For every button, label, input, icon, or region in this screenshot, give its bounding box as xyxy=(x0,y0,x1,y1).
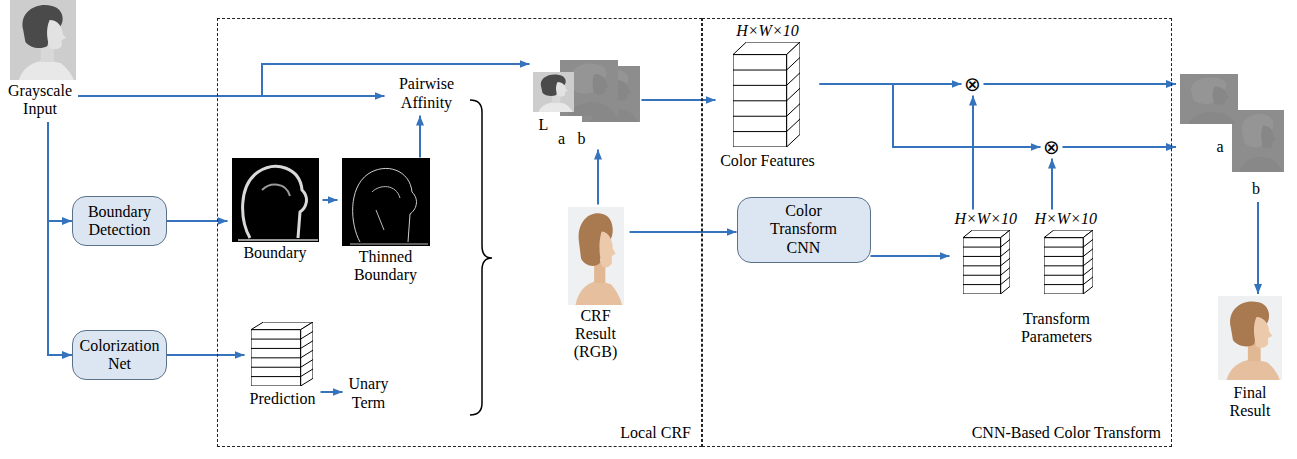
output-a-image xyxy=(1180,74,1238,124)
node-label: b xyxy=(576,130,588,148)
flow-arrow xyxy=(984,83,1177,85)
multiply-symbol: ⊗ xyxy=(1041,135,1063,159)
final-photo xyxy=(1218,296,1282,380)
process-box: Colorization Net xyxy=(72,330,167,380)
crf-result-photo xyxy=(568,207,624,305)
illustration-part xyxy=(342,158,430,246)
flow-arrow xyxy=(321,391,343,393)
flow-arrow xyxy=(642,99,716,101)
flow-arrow xyxy=(972,96,974,210)
node-label: Boundary Detection xyxy=(79,203,160,240)
flow-arrow xyxy=(597,150,599,205)
flow-arrow xyxy=(1257,202,1259,294)
node-label: Color Transform CNN xyxy=(764,202,844,257)
parameter-tensor xyxy=(1044,230,1093,294)
flow-arrow xyxy=(1051,159,1053,210)
feature-tensor xyxy=(733,42,800,147)
process-box: Color Transform CNN xyxy=(737,197,871,263)
node-label: H×W×10 xyxy=(955,210,1017,228)
node-label: Final Result xyxy=(1214,384,1286,421)
curly-brace xyxy=(470,100,492,415)
illustration-part xyxy=(232,158,319,242)
stage-panel: CNN-Based Color TransformH×W×10Color Fea… xyxy=(702,18,1172,447)
term-label: Pairwise Affinity xyxy=(385,72,469,116)
flow-arrow xyxy=(820,84,1041,147)
node-label: a xyxy=(1214,138,1226,156)
node-label: Transform Parameters xyxy=(1007,310,1107,347)
node-label: b xyxy=(1250,180,1262,198)
node-label: Colorization Net xyxy=(79,337,160,374)
illustration-part xyxy=(353,168,417,242)
node-label: H×W×10 xyxy=(1035,210,1097,228)
term-label: Unary Term xyxy=(343,374,395,414)
illustration-part xyxy=(238,185,318,240)
node-label: L xyxy=(538,116,550,134)
flow-arrow xyxy=(323,199,338,201)
panel-title: Local CRF xyxy=(620,424,691,442)
stage-panel: Local CRF Boundary Thinned Boundary Pairwis… xyxy=(217,18,702,447)
illustration-part xyxy=(350,187,428,244)
input-image: Grayscale Input xyxy=(2,0,78,122)
grayscale-photo xyxy=(10,0,76,80)
flow-arrow xyxy=(419,116,421,158)
node-label: Pairwise Affinity xyxy=(385,75,469,112)
node-label: Thinned Boundary xyxy=(338,248,434,285)
flow-arrow xyxy=(167,220,228,222)
thinned-boundary-image: Thinned Boundary xyxy=(338,158,434,286)
node-label: Boundary xyxy=(228,244,323,262)
operator-symbol: ⊗ xyxy=(964,74,981,94)
lab-channels: Lab xyxy=(530,56,642,150)
node-label: Grayscale Input xyxy=(2,82,78,119)
flow-arrow xyxy=(78,64,530,96)
node-label: Prediction xyxy=(245,390,321,408)
final-image: Final Result xyxy=(1214,294,1286,430)
parameter-tensors: H×W×10 H×W×10Transform Parameters xyxy=(950,210,1110,350)
flow-arrow xyxy=(48,122,72,221)
crf-result-image: CRF Result (RGB) xyxy=(562,205,630,375)
illustration-part xyxy=(243,166,307,238)
output-channels: ab xyxy=(1176,70,1286,202)
node-label: Unary Term xyxy=(343,375,395,412)
process-box: Boundary Detection xyxy=(72,196,167,246)
flow-arrow xyxy=(167,354,245,356)
node-label: CRF Result (RGB) xyxy=(562,307,630,362)
flow-arrow xyxy=(630,231,737,233)
node-label: Color Features xyxy=(716,152,820,170)
parameter-tensor xyxy=(963,230,1010,294)
thinned-boundary-map xyxy=(342,158,430,246)
prediction-tensor xyxy=(251,322,313,386)
multiply-symbol: ⊗ xyxy=(962,72,984,96)
flow-arrow xyxy=(48,122,72,355)
l-channel-image xyxy=(533,72,574,112)
boundary-image: Boundary xyxy=(228,158,323,264)
flow-arrow xyxy=(1063,146,1177,148)
panel-title: CNN-Based Color Transform xyxy=(972,424,1161,442)
node-label: a xyxy=(556,130,568,148)
operator-symbol: ⊗ xyxy=(1043,137,1060,157)
node-label: H×W×10 xyxy=(716,22,820,40)
prediction-tensor: Prediction xyxy=(245,322,321,412)
feature-tensor: H×W×10Color Features xyxy=(716,22,820,174)
boundary-map xyxy=(232,158,319,242)
flow-arrow xyxy=(871,255,950,257)
output-b-image xyxy=(1232,110,1284,172)
